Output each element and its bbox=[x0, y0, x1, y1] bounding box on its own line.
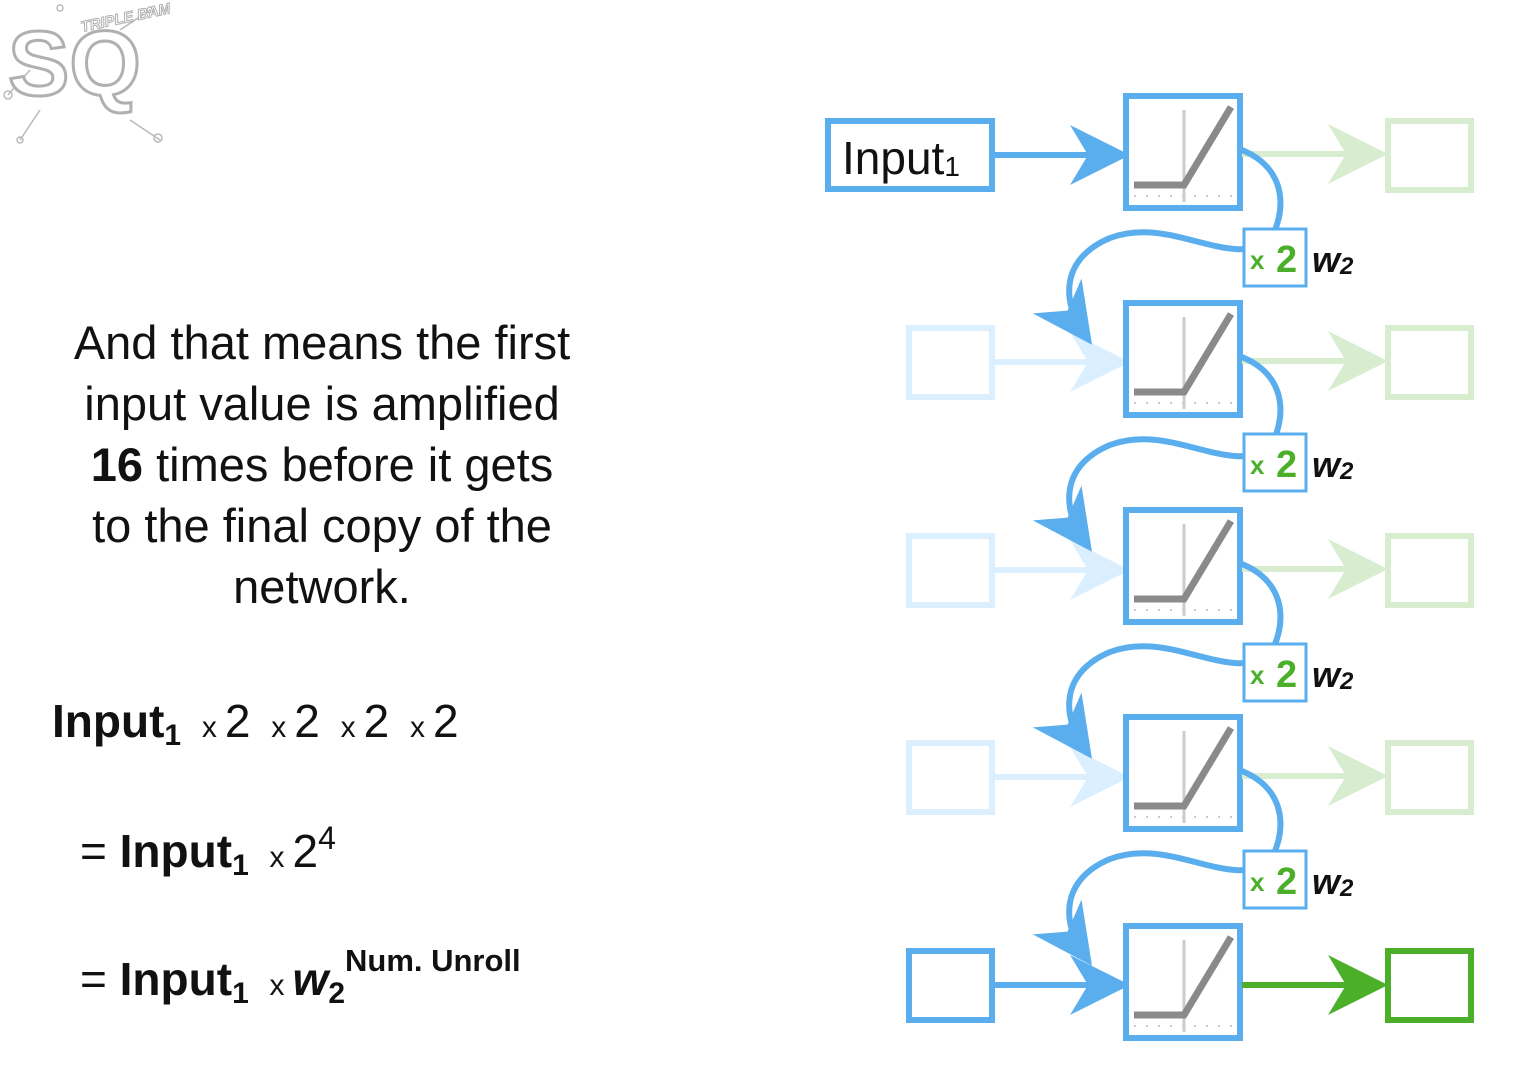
explanation-line-3: 16 times before it gets bbox=[90, 438, 554, 491]
feedback-loop-arrow bbox=[1032, 354, 1284, 552]
svg-text:x: x bbox=[1250, 245, 1265, 275]
explanation-line-1: And that means the first bbox=[73, 316, 571, 369]
explanation-text: And that means the first input value is … bbox=[22, 312, 622, 617]
input-1-box bbox=[825, 118, 995, 192]
feedback-loop-arrow bbox=[1032, 561, 1284, 759]
svg-text:SQ: SQ bbox=[8, 13, 141, 115]
svg-text:w2: w2 bbox=[1312, 444, 1354, 485]
weight-box: x 2 w2 bbox=[1242, 849, 1354, 910]
relu-node bbox=[1123, 507, 1243, 625]
feedback-loop-arrow bbox=[1032, 768, 1284, 966]
svg-text:2: 2 bbox=[1276, 444, 1297, 486]
input-1-label: Input1 bbox=[842, 132, 960, 184]
explanation-line-4: to the final copy of the bbox=[92, 499, 552, 552]
output-box-faded bbox=[1385, 740, 1474, 815]
statquest-logo: SQ TRIPLE BAM!!! bbox=[3, 0, 170, 144]
input-box-faded bbox=[906, 533, 995, 608]
svg-text:w2: w2 bbox=[1312, 239, 1354, 280]
feedback-loop-arrow bbox=[1032, 147, 1284, 345]
weight-box: x 2 w2 bbox=[1242, 642, 1354, 703]
input-box-faded bbox=[906, 325, 995, 400]
input-box-final bbox=[906, 948, 995, 1023]
explanation-line-2: input value is amplified bbox=[84, 377, 560, 430]
output-box-faded bbox=[1385, 533, 1474, 608]
output-box-faded bbox=[1385, 325, 1474, 400]
relu-node bbox=[1123, 93, 1243, 211]
amplification-factor: 16 bbox=[90, 438, 144, 491]
output-box-final bbox=[1385, 948, 1474, 1023]
relu-node bbox=[1123, 714, 1243, 832]
explanation-line-5: network. bbox=[233, 560, 411, 613]
svg-text:x: x bbox=[1250, 867, 1265, 897]
svg-text:w2: w2 bbox=[1312, 861, 1354, 902]
svg-text:2: 2 bbox=[1276, 239, 1297, 281]
output-box-faded bbox=[1385, 118, 1474, 193]
input-box-faded bbox=[906, 740, 995, 815]
svg-text:2: 2 bbox=[1276, 861, 1297, 903]
relu-node-final bbox=[1123, 923, 1243, 1041]
svg-text:x: x bbox=[1250, 660, 1265, 690]
weight-box: x 2 w2 bbox=[1242, 227, 1354, 288]
relu-node bbox=[1123, 300, 1243, 418]
weight-box: x 2 w2 bbox=[1242, 432, 1354, 493]
svg-text:2: 2 bbox=[1276, 654, 1297, 696]
svg-text:x: x bbox=[1250, 450, 1265, 480]
svg-text:w2: w2 bbox=[1312, 654, 1354, 695]
